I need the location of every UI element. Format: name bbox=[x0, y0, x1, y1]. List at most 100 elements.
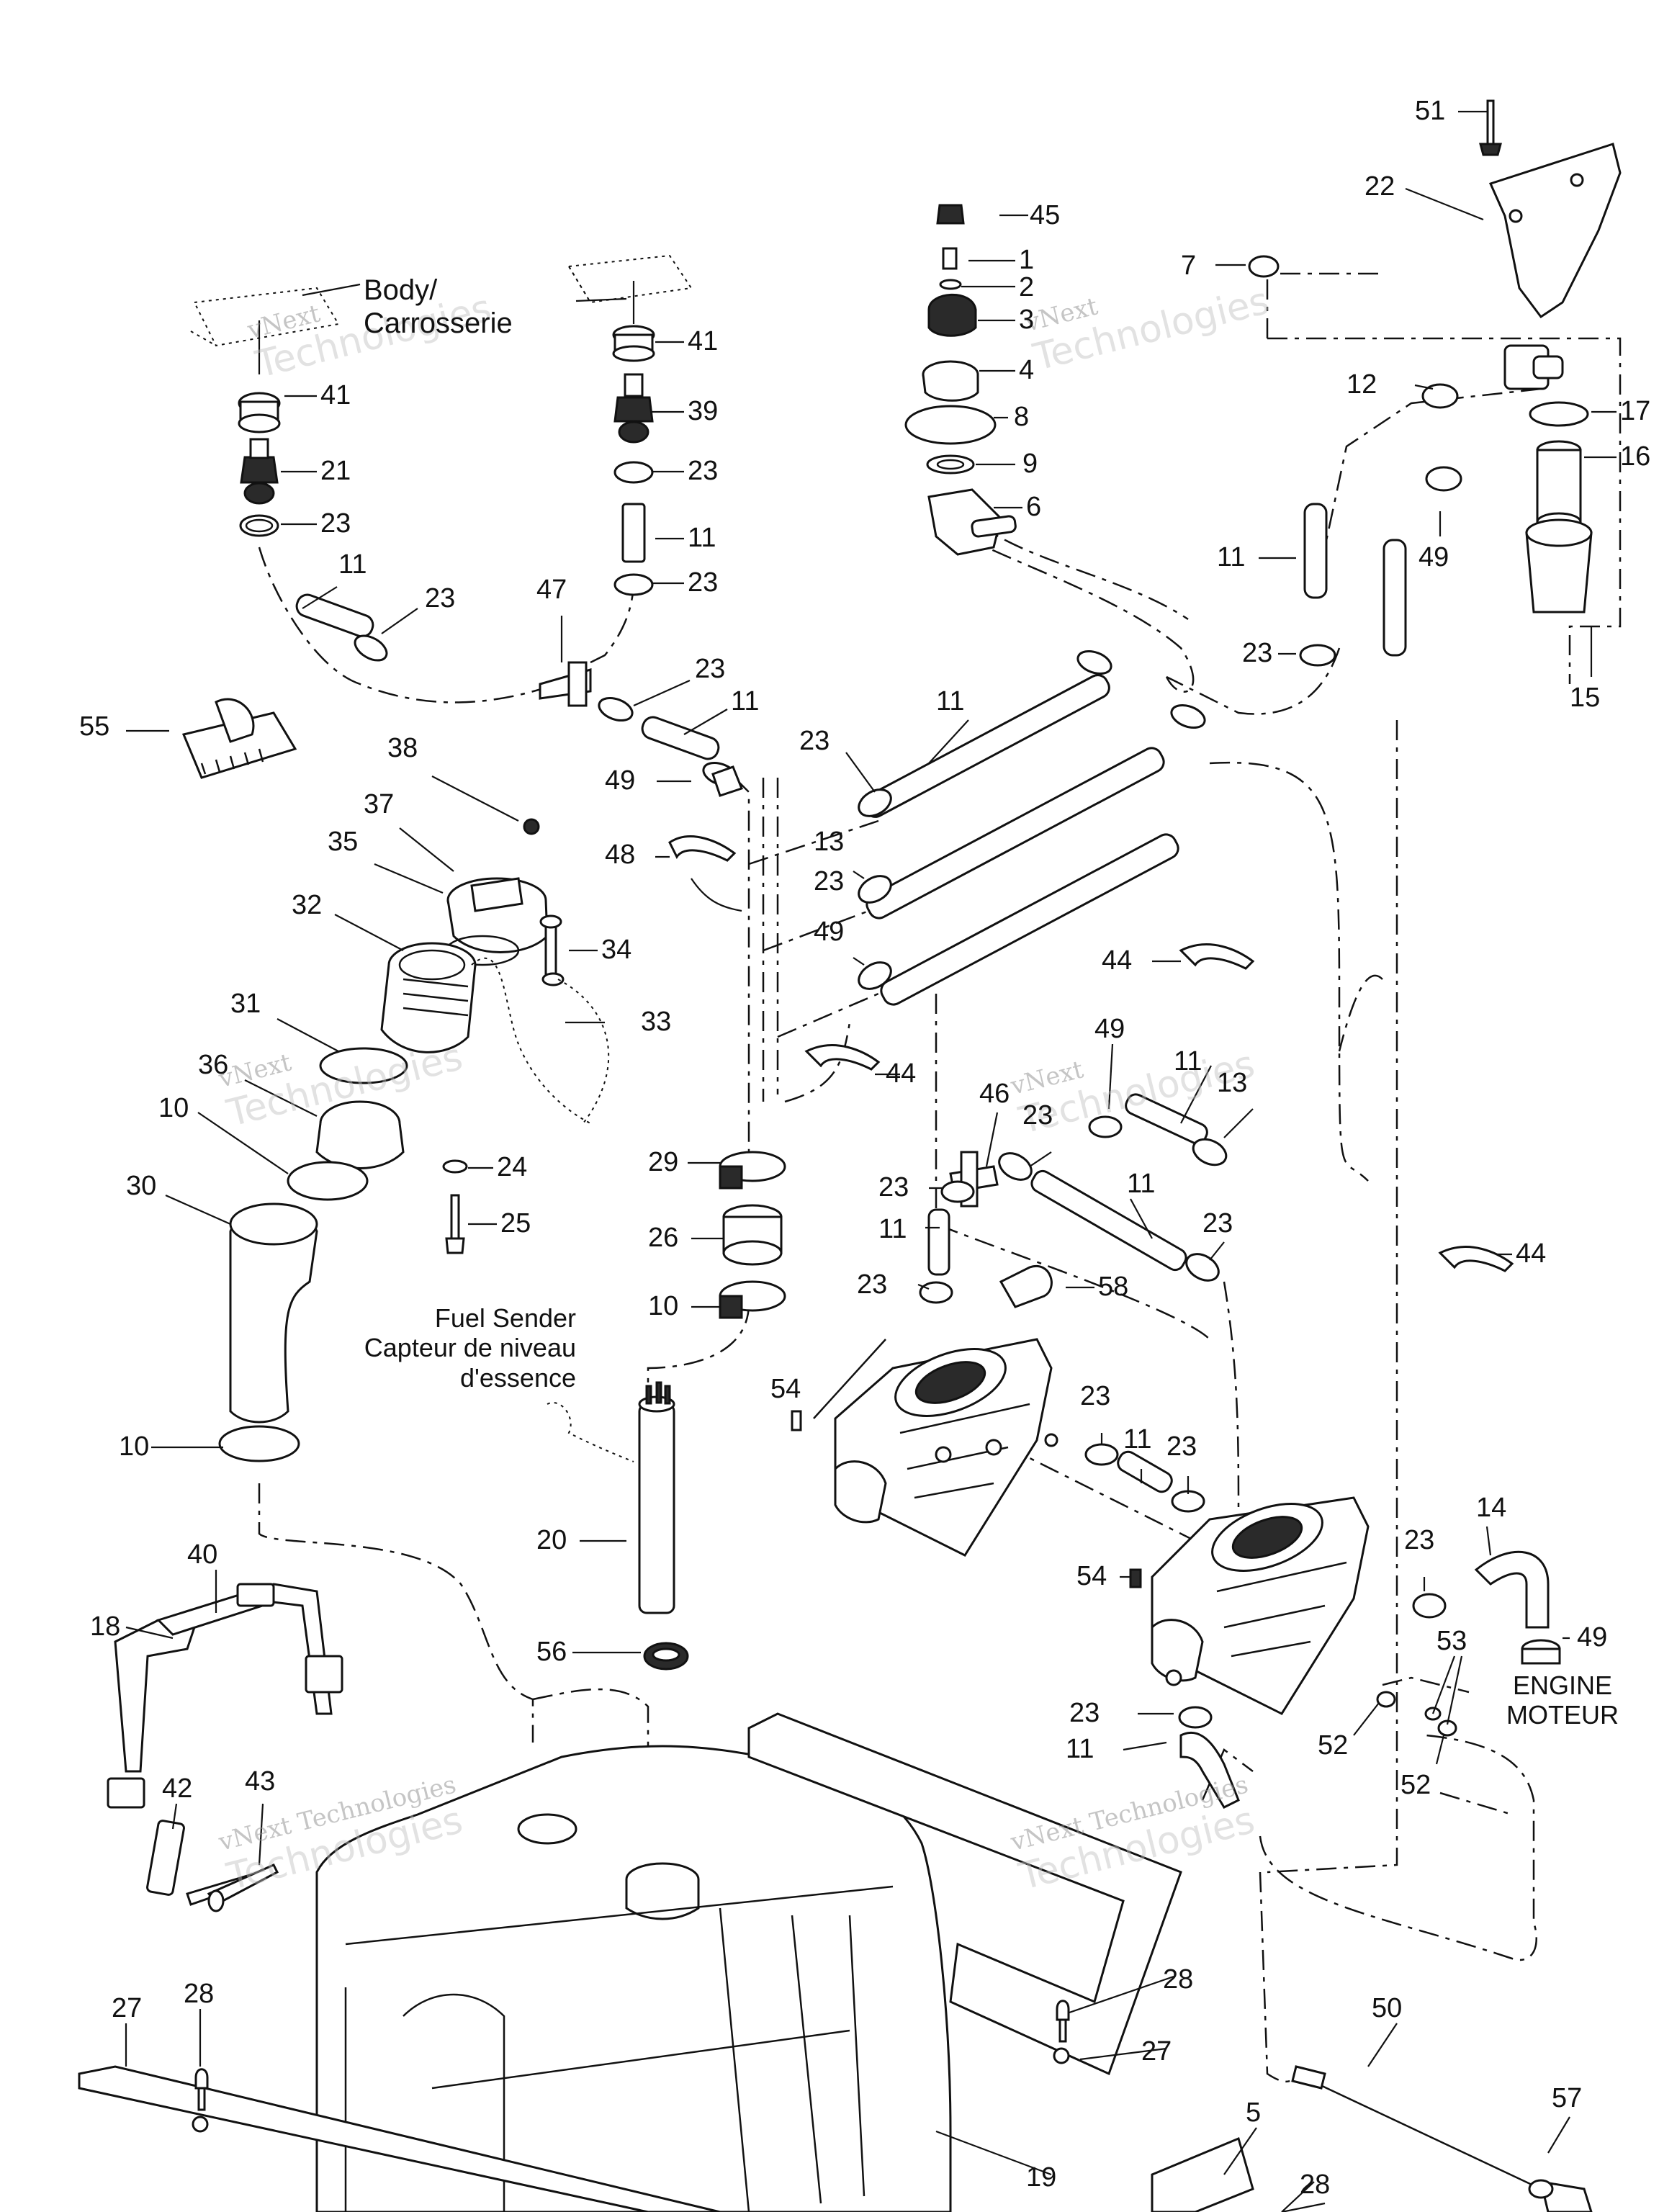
callout-number: 23 bbox=[799, 726, 830, 756]
callout-number: 14 bbox=[1476, 1493, 1507, 1523]
body-mount-right bbox=[567, 254, 693, 596]
long-hoses bbox=[858, 674, 1179, 1006]
callout-number: 10 bbox=[648, 1291, 679, 1321]
hoses-top-right bbox=[1076, 383, 1462, 729]
callout-number: 10 bbox=[158, 1093, 189, 1123]
callout-number: 43 bbox=[245, 1766, 276, 1797]
callout-number: 33 bbox=[641, 1007, 672, 1037]
callout-number: 11 bbox=[1174, 1046, 1202, 1076]
callout-number: 38 bbox=[387, 733, 418, 763]
callout-number: 28 bbox=[1163, 1964, 1194, 1995]
callout-number: 11 bbox=[688, 523, 716, 553]
callout-number: 3 bbox=[1019, 305, 1035, 335]
callout-number: 20 bbox=[536, 1525, 567, 1555]
callout-number: 11 bbox=[1127, 1169, 1156, 1199]
callout-number: 49 bbox=[1577, 1622, 1608, 1653]
callout-number: 11 bbox=[936, 686, 965, 716]
callout-number: 51 bbox=[1415, 96, 1446, 126]
callout-number: 30 bbox=[126, 1171, 157, 1201]
filler-cap-assembly bbox=[287, 818, 610, 1254]
callout-number: 23 bbox=[688, 567, 719, 598]
callout-number: 2 bbox=[1019, 272, 1035, 302]
fuel-sender bbox=[547, 1381, 689, 1671]
tank-straps bbox=[107, 1583, 343, 1906]
hoses-top-left bbox=[295, 593, 738, 787]
callout-number: 28 bbox=[184, 1979, 215, 2009]
leader-lines bbox=[125, 110, 1617, 2212]
filter-bracket bbox=[1248, 99, 1622, 613]
callout-number: 5 bbox=[1246, 2098, 1262, 2128]
callout-number: 23 bbox=[814, 866, 845, 896]
fuel-valve-assembly bbox=[904, 204, 1017, 556]
callout-number: 11 bbox=[1066, 1734, 1094, 1764]
callout-number: 15 bbox=[1570, 683, 1601, 713]
callout-number: 16 bbox=[1620, 441, 1651, 472]
callout-number: 44 bbox=[1516, 1238, 1547, 1269]
callout-number: 52 bbox=[1401, 1770, 1431, 1800]
callout-number: 55 bbox=[79, 711, 110, 742]
callout-number: 45 bbox=[1030, 200, 1061, 230]
callout-number: 25 bbox=[500, 1208, 531, 1238]
callout-number: 27 bbox=[112, 1993, 143, 2023]
callout-number: 47 bbox=[536, 575, 567, 605]
callout-number: 24 bbox=[497, 1152, 528, 1182]
callout-number: 36 bbox=[198, 1050, 229, 1080]
callout-number: 27 bbox=[1141, 2036, 1172, 2067]
callout-number: 39 bbox=[688, 396, 719, 426]
callout-number: 23 bbox=[1069, 1698, 1100, 1728]
callout-number: 21 bbox=[320, 456, 351, 486]
callout-number: 13 bbox=[1217, 1068, 1248, 1098]
callout-number: 23 bbox=[695, 654, 726, 684]
callout-number: 31 bbox=[230, 989, 261, 1019]
callout-number: 23 bbox=[320, 508, 351, 539]
callout-number: 48 bbox=[605, 840, 636, 870]
callout-number: 46 bbox=[979, 1079, 1010, 1109]
callout-number: 34 bbox=[601, 935, 632, 965]
callout-number: 1 bbox=[1019, 245, 1035, 275]
callout-number: 8 bbox=[1014, 402, 1030, 432]
callout-number: 23 bbox=[1080, 1381, 1111, 1411]
callout-number: 54 bbox=[1076, 1561, 1107, 1591]
callout-number: 11 bbox=[1123, 1424, 1152, 1455]
callout-number: 56 bbox=[536, 1637, 567, 1667]
callout-number: 49 bbox=[814, 917, 845, 947]
callout-number: 11 bbox=[731, 686, 760, 716]
callout-number: 52 bbox=[1318, 1730, 1349, 1761]
callout-number: 37 bbox=[364, 789, 395, 819]
callout-number: 18 bbox=[90, 1611, 121, 1642]
callout-number: 49 bbox=[1419, 542, 1449, 572]
carburetor-upper bbox=[791, 1338, 1058, 1557]
callout-number: 42 bbox=[162, 1773, 193, 1804]
clamps-center bbox=[711, 765, 786, 1319]
callout-number: 23 bbox=[425, 583, 456, 613]
callout-number: 35 bbox=[328, 827, 359, 857]
callout-number: 40 bbox=[187, 1539, 218, 1570]
callout-number: 17 bbox=[1620, 396, 1651, 426]
callout-number: 4 bbox=[1019, 355, 1035, 385]
callout-number: 22 bbox=[1364, 171, 1395, 202]
callout-number: 50 bbox=[1372, 1993, 1403, 2023]
callout-number: 13 bbox=[814, 827, 845, 857]
callout-number: 44 bbox=[1102, 945, 1133, 976]
callout-number: 58 bbox=[1098, 1272, 1129, 1302]
callout-number: 26 bbox=[648, 1223, 679, 1253]
callout-number: 23 bbox=[878, 1172, 909, 1202]
engine-caption: ENGINE MOTEUR bbox=[1506, 1671, 1619, 1730]
callout-number: 23 bbox=[1022, 1100, 1053, 1130]
callout-number: 23 bbox=[1202, 1208, 1233, 1238]
callout-number: 23 bbox=[1404, 1525, 1435, 1555]
callout-number: 23 bbox=[1242, 638, 1273, 668]
callout-number: 32 bbox=[292, 890, 323, 920]
filler-hose-30 bbox=[218, 1202, 318, 1462]
callout-number: 29 bbox=[648, 1147, 679, 1177]
callout-number: 23 bbox=[857, 1269, 888, 1300]
hardware bbox=[194, 1863, 1593, 2212]
callout-number: 53 bbox=[1437, 1626, 1467, 1656]
fuel-sender-caption: Fuel Sender Capteur de niveau d'essence bbox=[364, 1303, 576, 1393]
callout-number: 9 bbox=[1022, 449, 1038, 479]
carburetor-lower bbox=[1084, 1443, 1370, 1715]
callout-number: 19 bbox=[1026, 2162, 1057, 2193]
callout-number: 6 bbox=[1026, 492, 1042, 522]
callout-number: 7 bbox=[1181, 251, 1197, 281]
